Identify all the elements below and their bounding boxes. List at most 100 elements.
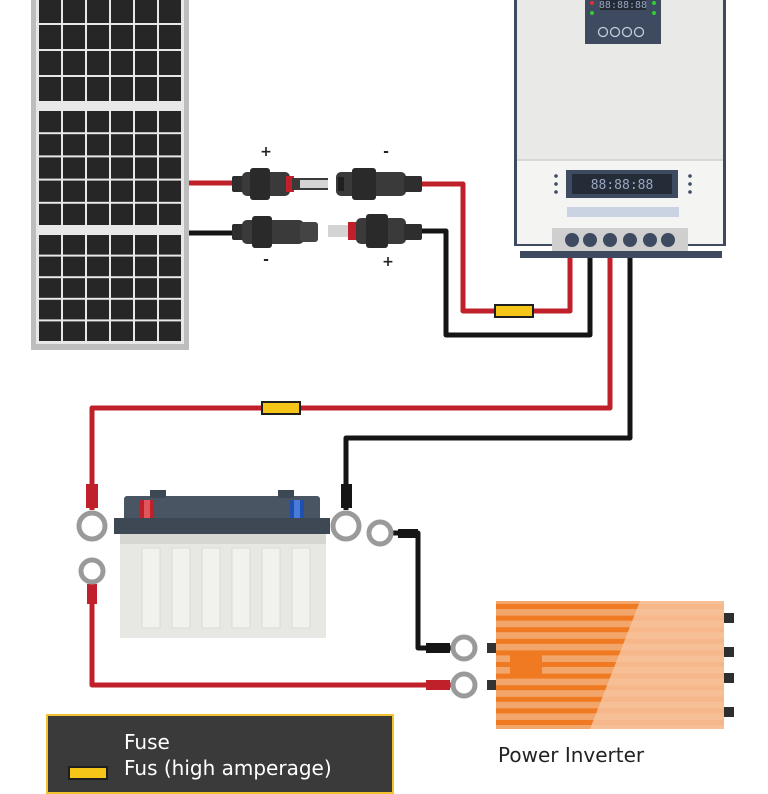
solar-cell	[63, 299, 85, 320]
solar-cell	[87, 111, 109, 133]
pv-negative-wire	[422, 228, 593, 338]
solar-cell	[111, 77, 133, 101]
mc4-connector-bottom-left	[232, 216, 318, 248]
solar-cell	[39, 235, 61, 255]
connector-top-left-polarity: +	[260, 144, 272, 160]
solar-cell	[39, 278, 61, 298]
solar-cell	[63, 157, 85, 179]
controller-main-display: 88:88:88	[591, 178, 654, 193]
solar-cell	[39, 256, 61, 277]
solar-cell	[159, 203, 181, 225]
solar-cell	[39, 111, 61, 133]
solar-cell	[159, 157, 181, 179]
solar-cell	[159, 278, 181, 298]
battery-positive-wire-sleeve	[86, 484, 98, 508]
inverter-fin	[496, 638, 724, 644]
solar-cell	[87, 51, 109, 75]
fuse-icon	[261, 401, 301, 415]
solar-cell	[135, 134, 157, 156]
solar-cell	[135, 180, 157, 202]
inverter-fin	[496, 615, 724, 621]
mc4-connector-top-left	[232, 168, 328, 200]
solar-cell	[63, 321, 85, 341]
solar-cell	[135, 235, 157, 255]
solar-cell	[87, 77, 109, 101]
controller-top-display: 88:88:88	[599, 0, 647, 11]
mc4-connector-bottom-right	[328, 214, 422, 248]
pv-positive-wire	[422, 181, 573, 314]
solar-cell	[87, 278, 109, 298]
inverter-fin	[496, 604, 724, 609]
solar-cell	[111, 256, 133, 277]
battery-negative-wire	[343, 258, 633, 510]
inverter-negative-wire	[393, 530, 452, 651]
solar-cell	[135, 278, 157, 298]
solar-cell	[63, 77, 85, 101]
solar-cell	[111, 299, 133, 320]
inverter-pos-sleeve	[426, 680, 450, 690]
inverter-fin	[496, 650, 724, 656]
battery-pos-lower-sleeve	[87, 584, 97, 604]
battery-positive-wire	[89, 258, 613, 510]
solar-cell	[135, 77, 157, 101]
solar-cell	[39, 0, 61, 23]
solar-cell	[87, 180, 109, 202]
solar-cell	[135, 0, 157, 23]
solar-cell	[39, 299, 61, 320]
solar-cell	[87, 321, 109, 341]
connector-bottom-left-polarity: -	[263, 252, 269, 268]
solar-cell	[63, 203, 85, 225]
solar-cell	[159, 321, 181, 341]
connector-top-right-polarity: -	[383, 144, 389, 160]
legend-subtitle: Fus (high amperage)	[124, 756, 332, 780]
solar-cell	[63, 0, 85, 23]
connector-bottom-right-polarity: +	[382, 254, 394, 270]
solar-cell	[87, 235, 109, 255]
mc4-connector-top-right	[336, 168, 422, 200]
solar-cell	[63, 278, 85, 298]
battery-negative-wire-sleeve	[341, 484, 352, 508]
solar-cell	[159, 0, 181, 23]
solar-cell	[135, 321, 157, 341]
solar-cell	[159, 256, 181, 277]
solar-cell	[135, 256, 157, 277]
wires	[89, 180, 633, 688]
solar-cell	[63, 25, 85, 49]
fuse-icon	[68, 766, 108, 780]
solar-cell	[87, 256, 109, 277]
solar-cell	[39, 77, 61, 101]
fuse-icon	[494, 304, 534, 318]
solar-cell	[63, 134, 85, 156]
solar-cell	[159, 235, 181, 255]
solar-cell	[87, 157, 109, 179]
solar-cell	[39, 51, 61, 75]
inverter-positive-wire	[89, 584, 452, 688]
inverter-fin	[496, 673, 724, 679]
solar-panel-cells	[39, 0, 181, 341]
solar-cell	[111, 51, 133, 75]
solar-cell	[111, 235, 133, 255]
legend-title: Fuse	[124, 730, 170, 754]
solar-cell	[87, 299, 109, 320]
inverter-neg-sleeve-2	[426, 643, 450, 653]
solar-cell	[111, 203, 133, 225]
solar-cell	[111, 321, 133, 341]
solar-cell	[63, 256, 85, 277]
inverter-fin	[496, 662, 724, 667]
solar-cell	[111, 157, 133, 179]
ring-terminal-icon	[76, 510, 478, 699]
inverter-panel	[510, 655, 542, 675]
solar-cell	[111, 0, 133, 23]
solar-cell	[63, 180, 85, 202]
solar-cell	[39, 134, 61, 156]
solar-cell	[39, 203, 61, 225]
solar-cell	[135, 299, 157, 320]
inverter-fin	[496, 627, 724, 633]
solar-cell	[39, 321, 61, 341]
solar-cell	[159, 180, 181, 202]
solar-cell	[159, 25, 181, 49]
solar-cell	[39, 180, 61, 202]
inverter-neg-sleeve	[398, 529, 418, 538]
solar-cell	[111, 25, 133, 49]
battery-ribs	[141, 547, 311, 629]
